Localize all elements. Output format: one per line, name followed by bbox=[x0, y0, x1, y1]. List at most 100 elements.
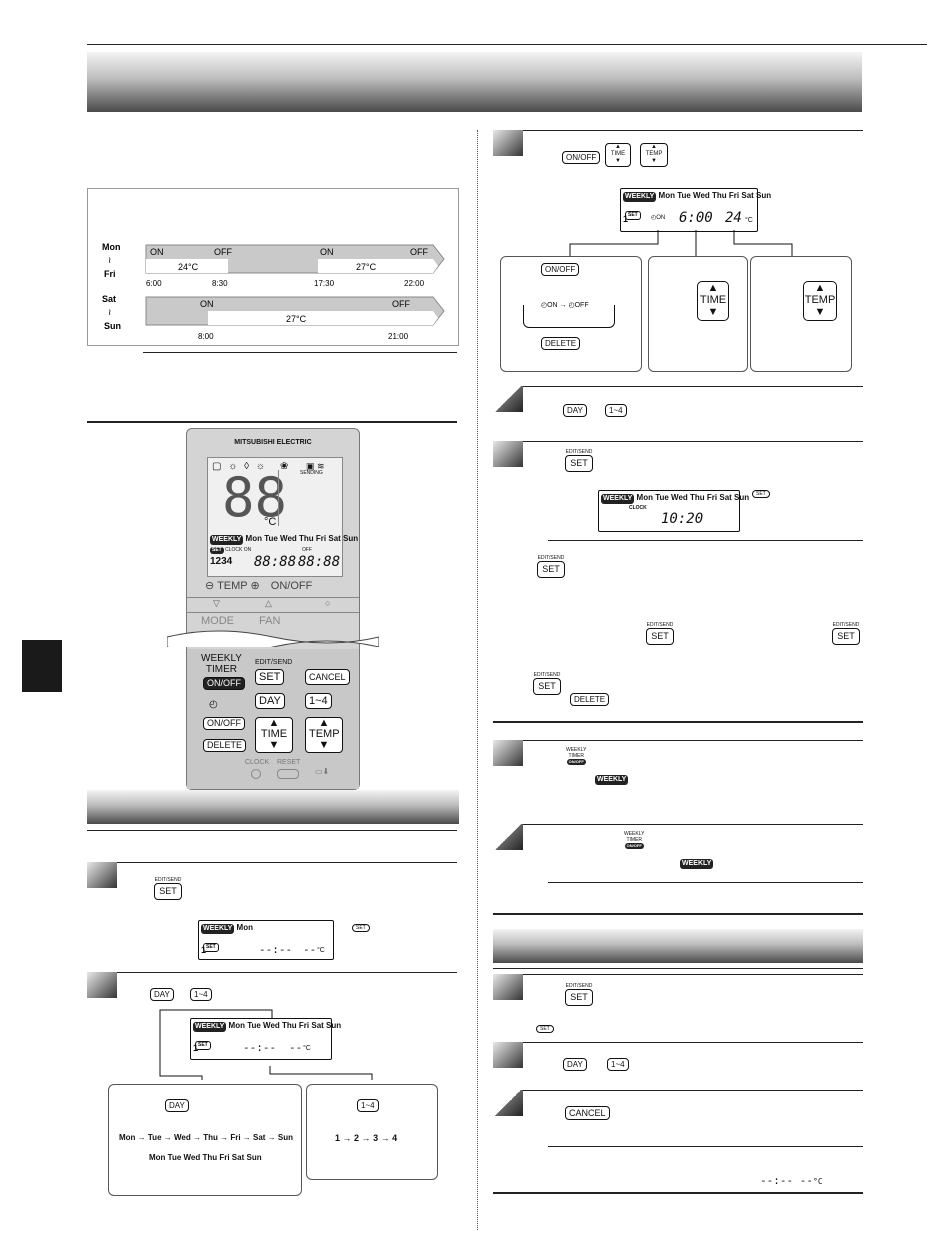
rule bbox=[548, 1146, 863, 1147]
up-icon[interactable]: △ bbox=[265, 598, 272, 608]
day-key: DAY bbox=[563, 404, 587, 417]
weekly-row: WEEKLY Mon Tue Wed Thu Fri Sat Sun bbox=[210, 534, 358, 545]
cancel-button[interactable]: CANCEL bbox=[305, 669, 350, 685]
days-to: Fri bbox=[104, 269, 116, 279]
lcd-panel: WEEKLY Mon Tue Wed Thu Fri Sat Sun SET 1… bbox=[190, 1018, 341, 1060]
set-badge: SET bbox=[203, 943, 219, 952]
break-wave bbox=[167, 630, 379, 647]
temp-label: TEMP bbox=[217, 580, 248, 592]
off-time: 88:88 bbox=[298, 554, 341, 570]
rule bbox=[117, 862, 457, 863]
edit-send-label: EDIT/SEND bbox=[255, 659, 293, 666]
day-cycle-box: DAY Mon → Tue → Wed → Thu → Fri → Sat → … bbox=[108, 1084, 302, 1196]
label-on: ON bbox=[320, 247, 334, 257]
time-box: ▲TIME▼ bbox=[648, 256, 748, 372]
rule bbox=[523, 1090, 863, 1091]
signal-icon: ▣ ≋ bbox=[306, 461, 325, 471]
fan-icon: ❀ bbox=[280, 461, 289, 472]
day-labels: Mon Tue Wed Thu Fri Sat Sun bbox=[658, 191, 772, 200]
set-badge: SET bbox=[210, 547, 224, 554]
reset-button[interactable] bbox=[277, 769, 299, 779]
num-cycle: 1 → 2 → 3 → 4 bbox=[335, 1133, 398, 1143]
button-row[interactable]: ▽ △ ○ bbox=[187, 597, 359, 613]
on-time: 6:00 bbox=[679, 210, 713, 226]
timer-onoff-button[interactable]: ON/OFF bbox=[203, 717, 245, 730]
one-four-key: 1~4 bbox=[607, 1058, 629, 1071]
clock-label: CLOCK bbox=[629, 505, 647, 511]
rule bbox=[493, 1192, 863, 1194]
time-key: ▲TIME▼ bbox=[697, 281, 729, 321]
on-time: 88:88 bbox=[254, 554, 297, 570]
rule bbox=[523, 386, 863, 387]
weekly-badge: WEEKLY bbox=[201, 924, 235, 934]
rule bbox=[117, 972, 457, 973]
onoff-key: ON/OFF bbox=[541, 263, 580, 276]
temp-key: ▲TEMP▼ bbox=[640, 143, 668, 167]
num-cycle-box: 1~4 1 → 2 → 3 → 4 bbox=[306, 1084, 438, 1180]
rule bbox=[548, 882, 863, 883]
program-num: 1 bbox=[201, 945, 207, 955]
onoff-key: ON/OFF bbox=[562, 151, 601, 164]
rule bbox=[523, 441, 863, 442]
days-sep: ≀ bbox=[108, 307, 111, 317]
label-off: OFF bbox=[214, 247, 232, 257]
rule bbox=[87, 421, 457, 423]
one-four-button[interactable]: 1~4 bbox=[305, 693, 332, 709]
weekly-badge: WEEKLY bbox=[601, 494, 635, 504]
days-to: Sun bbox=[104, 321, 121, 331]
mode-icons: ▢ ☼ ◊ ☼ bbox=[212, 461, 268, 472]
column-divider bbox=[477, 130, 478, 1230]
temp-button[interactable]: ▲TEMP▼ bbox=[305, 717, 343, 753]
time-key: ▲TIME▼ bbox=[605, 143, 631, 167]
rule bbox=[523, 1042, 863, 1043]
day-labels: Mon Tue Wed Thu Fri Sat Sun bbox=[245, 534, 359, 543]
temp-box: ▲TEMP▼ bbox=[750, 256, 852, 372]
time-button[interactable]: ▲TIME▼ bbox=[255, 717, 293, 753]
step-number bbox=[493, 824, 523, 850]
program-nums: 1234 bbox=[210, 556, 233, 567]
delete-button[interactable]: DELETE bbox=[203, 739, 247, 752]
one-four-key: 1~4 bbox=[190, 988, 212, 1001]
step-number bbox=[493, 386, 523, 412]
temp-unit: °C bbox=[303, 1045, 311, 1052]
day-key: DAY bbox=[150, 988, 174, 1001]
blank-readout: --:-- --°C bbox=[760, 1174, 823, 1187]
reset-label: RESET bbox=[277, 759, 301, 766]
temp-label: 27°C bbox=[356, 262, 377, 272]
temp-unit: °C bbox=[264, 516, 277, 528]
time-label: 6:00 bbox=[146, 279, 162, 288]
day-key: DAY bbox=[563, 1058, 587, 1071]
one-four-key: 1~4 bbox=[357, 1099, 379, 1112]
weekly-timer-button[interactable]: ON/OFF bbox=[203, 677, 245, 690]
temp-digits: 88 bbox=[222, 466, 288, 529]
program-num: 1 bbox=[623, 214, 629, 224]
temp-key: ▲TEMP▼ bbox=[803, 281, 837, 321]
down-icon[interactable]: ▽ bbox=[213, 598, 220, 608]
rule bbox=[523, 824, 863, 825]
set-indicator: SET bbox=[536, 1025, 554, 1033]
lcd-panel: WEEKLY Mon SET 1 --:-- -- °C bbox=[198, 920, 334, 960]
blank-time: --:-- bbox=[243, 1041, 277, 1054]
top-rule bbox=[87, 44, 927, 45]
set-button[interactable]: SET bbox=[255, 669, 285, 685]
day-return: Mon Tue Wed Thu Fri Sat Sun bbox=[149, 1153, 262, 1162]
power-icon[interactable]: ○ bbox=[325, 598, 331, 608]
blank-temp: -- bbox=[303, 943, 317, 956]
rule bbox=[143, 352, 457, 353]
mode-label: MODE bbox=[201, 615, 234, 627]
brand-logo: MITSUBISHI ELECTRIC bbox=[234, 439, 312, 446]
clock-button[interactable] bbox=[251, 769, 261, 779]
day-button[interactable]: DAY bbox=[255, 693, 285, 709]
clock-icon: ◴ bbox=[209, 699, 218, 710]
rule bbox=[87, 830, 457, 831]
weekly-badge: WEEKLY bbox=[595, 775, 629, 785]
weekly-badge: WEEKLY bbox=[680, 859, 714, 869]
lcd-panel: WEEKLY Mon Tue Wed Thu Fri Sat Sun CLOCK… bbox=[598, 490, 749, 532]
weekly-badge: WEEKLY bbox=[193, 1022, 227, 1032]
weekly-badge: WEEKLY bbox=[623, 192, 657, 202]
